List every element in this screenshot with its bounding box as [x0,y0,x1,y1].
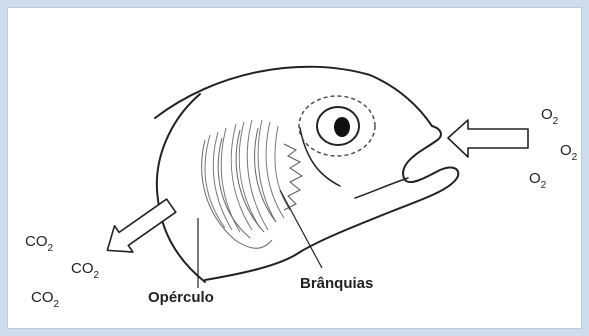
co2-label-1: CO2 [25,233,54,254]
o2-label-3: O2 [529,170,547,191]
operculo-label: Opérculo [148,289,214,306]
branquias-pointer-line [280,190,322,268]
water-in-arrow [448,120,528,157]
mouth-line [355,178,408,198]
fish-upper-jaw [403,156,458,182]
fish-belly-outline [205,252,300,280]
fish-head [155,67,458,282]
o2-label-1: O2 [541,106,559,127]
co2-label-2: CO2 [71,260,100,281]
gills [202,120,302,248]
branquias-label: Brânquias [300,275,373,292]
fish-snout [414,126,441,156]
fish-lower-jaw [300,176,458,252]
eye [299,96,375,156]
o2-label-2: O2 [560,142,578,163]
co2-label-3: CO2 [31,289,60,310]
water-out-arrow [98,193,180,264]
